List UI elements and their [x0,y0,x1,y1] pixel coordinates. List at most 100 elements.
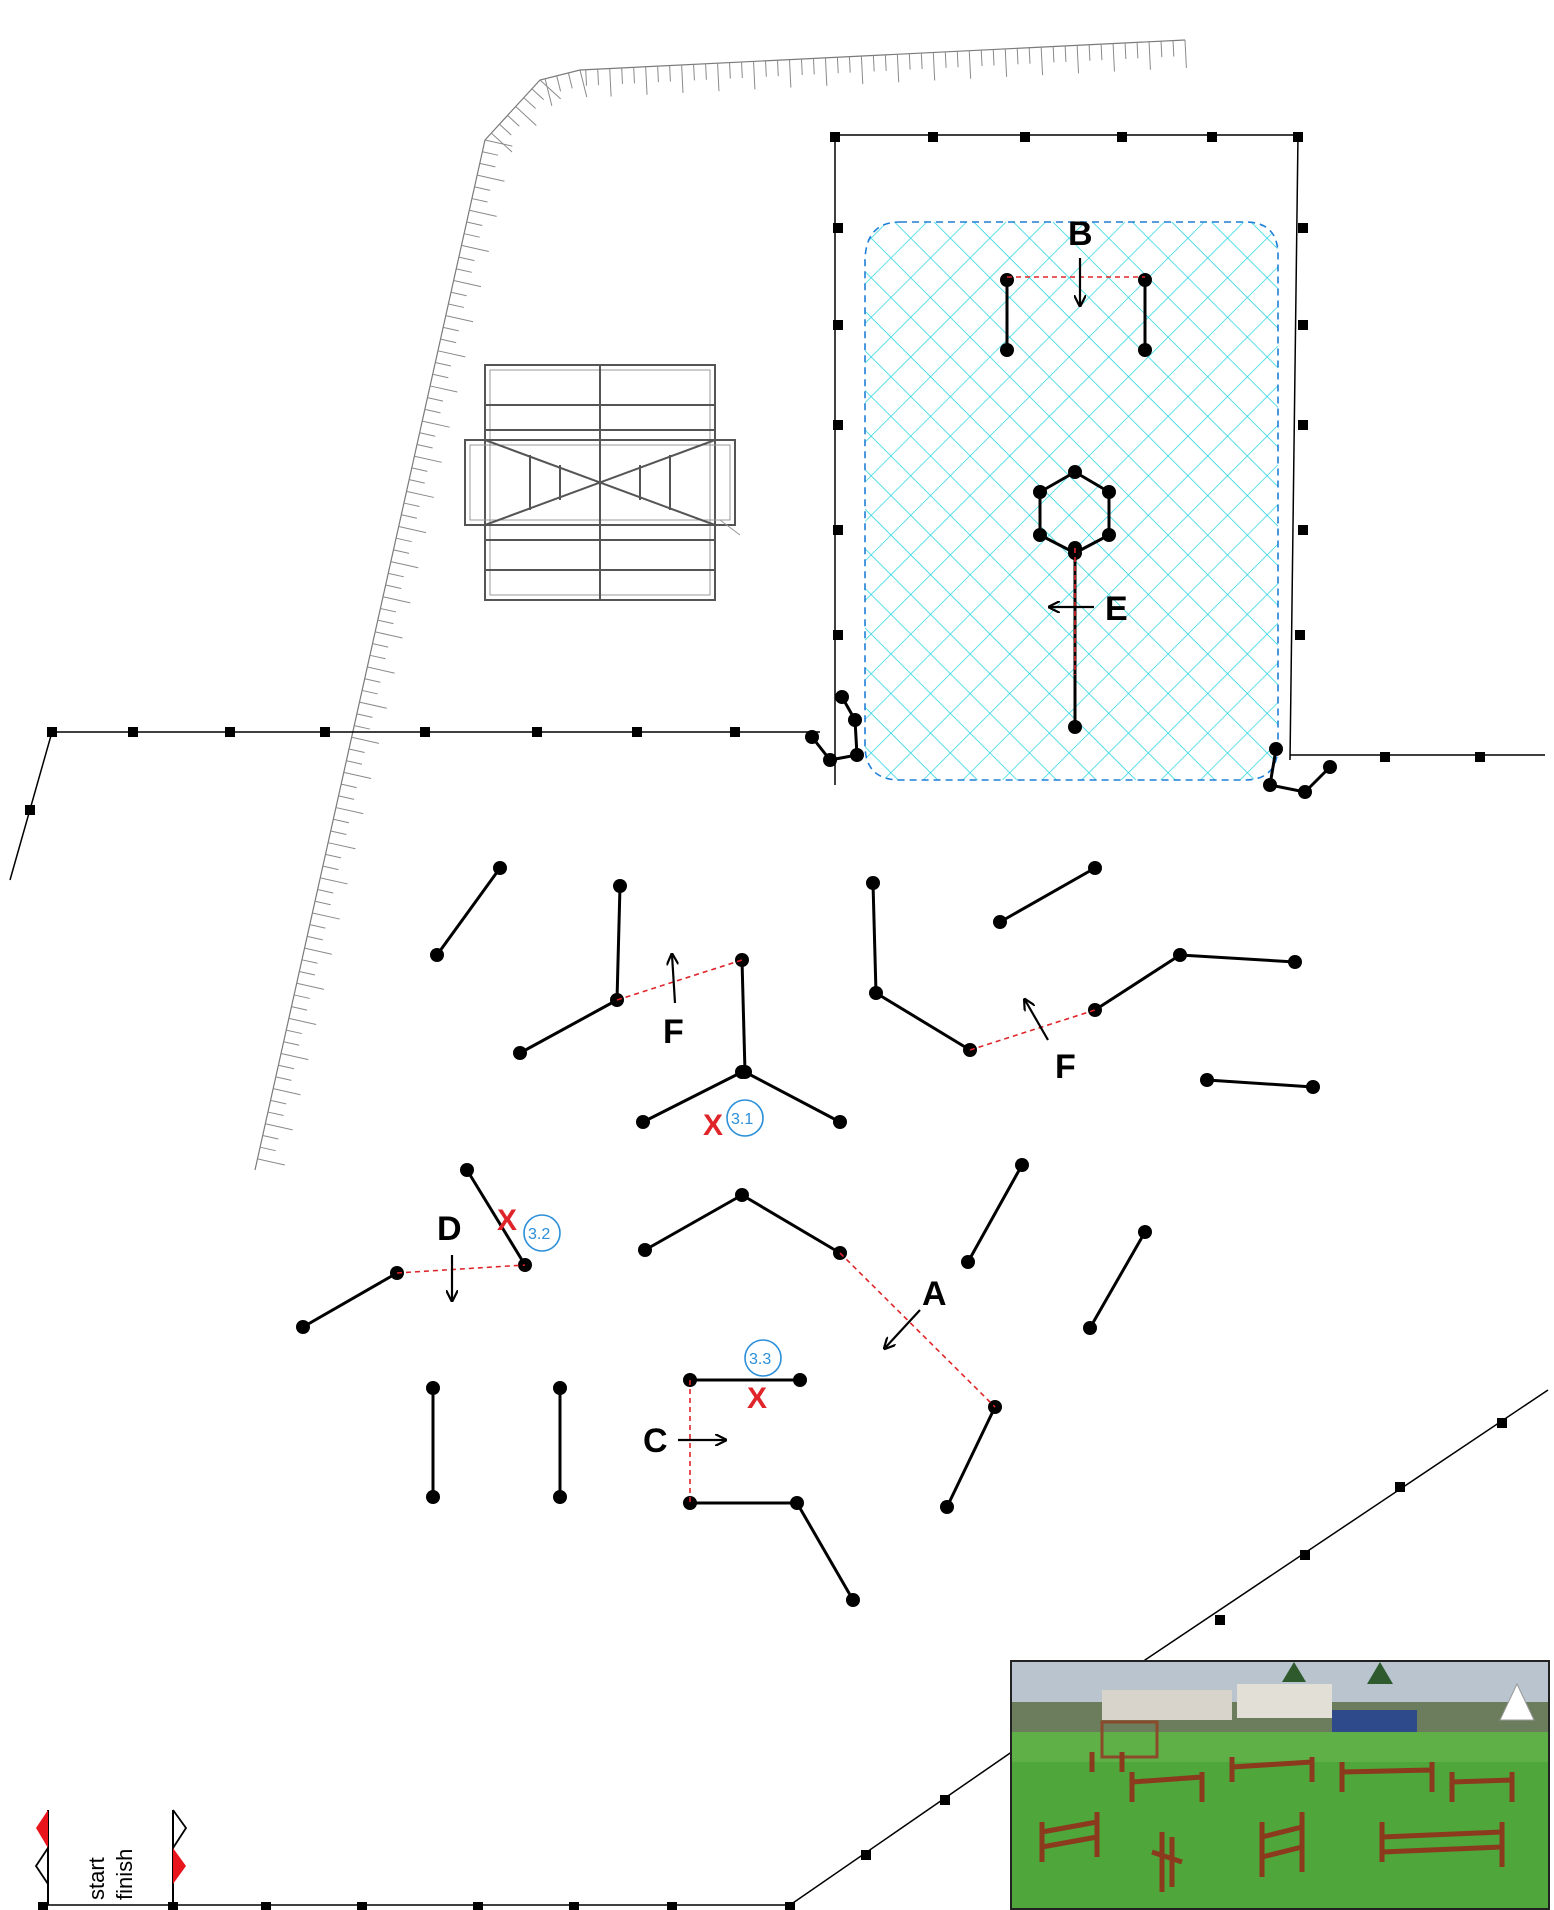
hexagon-ball [1033,485,1047,499]
pole-end-ball [1269,742,1283,756]
fence-post [861,1850,871,1860]
hexagon-ball [1068,465,1082,479]
pole-end-ball [553,1381,567,1395]
pole-end-ball [613,879,627,893]
slope-tick [395,537,412,543]
label-f-right: F [1055,1048,1076,1086]
pole-end-ball [426,1381,440,1395]
slope-tick [293,994,310,999]
slope-tick [299,971,316,976]
fence-post [830,132,840,142]
slope-tick [669,65,671,82]
slope-tick [466,221,483,226]
pole-end-ball [1083,1321,1097,1335]
slope-tick [920,53,923,70]
slope-tick [414,455,442,463]
slope-tick [1148,41,1151,70]
marker-3-2: 3.2 [528,1226,550,1243]
pole-end-ball [835,690,849,704]
slope-tick [356,713,373,718]
pole-end-ball [553,1490,567,1504]
slope-tick [312,912,340,920]
slope-tick [385,584,402,590]
slope-tick [354,725,370,730]
fence-post [833,525,843,535]
label-c: C [643,1422,668,1460]
slope-tick [872,55,875,72]
obstacle-pole [1205,1078,1315,1089]
pole-end-ball [790,1496,804,1510]
slope-tick [291,1006,308,1011]
slope-tick [320,877,348,885]
slope-tick [327,842,356,850]
pole-end-ball [833,1115,847,1129]
pole-end-ball [1138,273,1152,287]
pole-end-ball [735,1188,749,1202]
fence-post [1293,132,1303,142]
slope-tick [1076,45,1080,74]
pole-end-ball [430,948,444,962]
pole-end-ball [1138,1225,1152,1239]
fence-post [1020,132,1030,142]
slope-tick [705,63,707,80]
pole-end-ball [1000,273,1014,287]
pole-end-ball [1000,343,1014,357]
slope-tick [523,97,536,109]
course-photo [1010,1660,1550,1910]
slope-tick [348,748,365,753]
pole-end-ball [1088,1003,1102,1017]
slope-tick [657,66,659,83]
slope-tick [377,619,394,625]
slope-tick [364,678,381,683]
slope-tick [369,654,386,660]
legend-finish: finish [112,1849,137,1900]
slope-tick [257,1158,285,1166]
slope-tick [579,69,588,98]
slope-tick [474,186,491,191]
pole-end-ball [1015,1158,1029,1172]
slope-tick [429,385,458,393]
pole-end-ball [1323,760,1337,774]
label-f-left: F [663,1013,684,1051]
fence-post [1298,223,1308,233]
slope-tick [259,1146,276,1152]
slope-tick [531,88,545,101]
slope-tick [346,760,363,765]
slope-tick [424,408,441,414]
fence-post [25,805,35,815]
slope-tick [401,514,418,519]
slope-tick [681,64,684,93]
slope-tick [765,60,767,77]
slope-tick [992,49,995,66]
obstacle-pole [643,1193,842,1255]
hexagon-ball [1033,528,1047,542]
slope-tick [280,1053,309,1061]
slope-tick [499,123,512,136]
slope-tick [836,57,839,74]
fence-post [1298,420,1308,430]
fence-post [1298,320,1308,330]
slope-tick [1052,46,1055,63]
slope-tick [283,1041,300,1046]
slope-tick [1028,47,1031,64]
slope-tick [406,490,434,498]
pole-end-ball [636,1115,650,1129]
slope-tick [304,947,332,955]
pole-end-ball [961,1255,975,1269]
obstacle-pole [945,1405,997,1509]
slope-tick [341,783,357,789]
fence-post [1207,132,1217,142]
slope-tick [265,1123,293,1131]
slope-tick [477,174,505,182]
start-finish-legend: start finish [34,1809,188,1905]
label-b: B [1068,215,1093,253]
slope-tick [597,69,600,86]
slope-tick [753,61,756,90]
slope-tick [325,853,342,859]
pole-end-ball [869,986,883,1000]
fence-post [38,1902,48,1910]
obstacle-pole [1093,953,1297,1012]
slope-tick [322,865,339,871]
slope-tick [1016,48,1019,65]
label-d: D [437,1210,462,1248]
